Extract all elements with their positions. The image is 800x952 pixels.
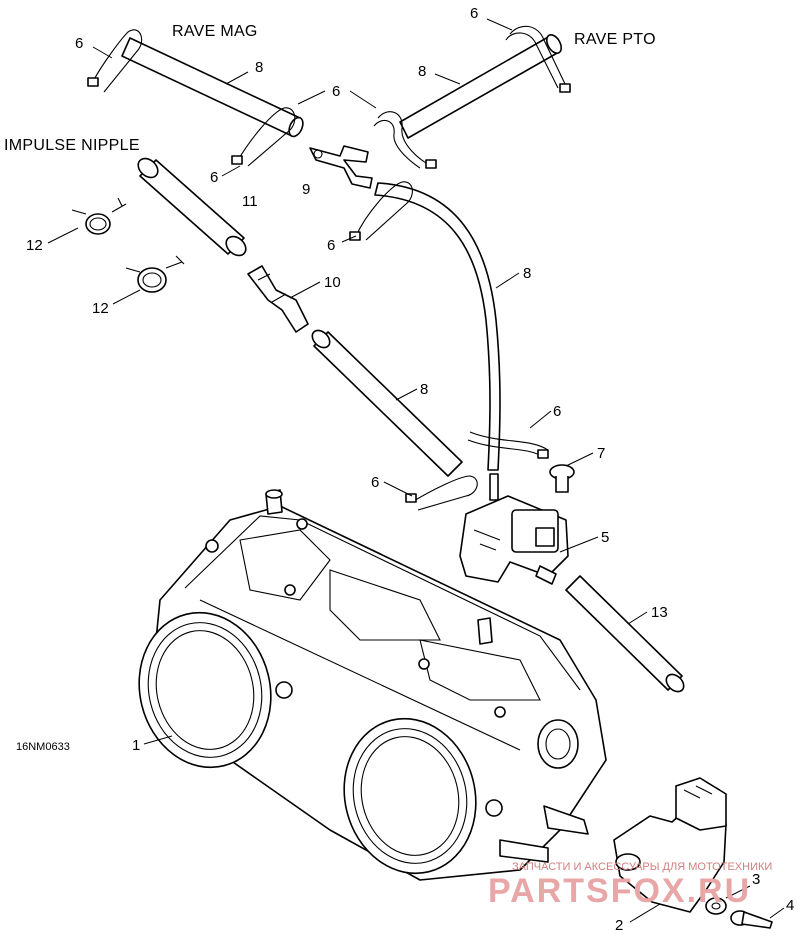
clamp-6-d <box>373 111 437 169</box>
callout-6-d: 6 <box>210 169 218 186</box>
spring-clip-12-a <box>71 197 127 235</box>
callout-6-b: 6 <box>470 5 478 22</box>
label-impulse-nipple: IMPULSE NIPPLE <box>4 137 140 154</box>
screw-4 <box>730 910 773 929</box>
callout-8-b: 8 <box>418 63 426 80</box>
throttle-position-sensor <box>613 777 727 913</box>
callout-8-c: 8 <box>523 265 531 282</box>
callout-8-a: 8 <box>255 59 263 76</box>
callout-8-d: 8 <box>420 381 428 398</box>
spring-clip-12-b <box>125 255 185 293</box>
screw-7 <box>549 464 575 493</box>
hose-to-solenoid <box>374 182 501 471</box>
clamp-6-f <box>467 431 549 459</box>
callout-3: 3 <box>752 871 760 888</box>
watermark-tagline: ЗАПЧАСТИ И АКСЕССУАРЫ ДЛЯ МОТОТЕХНИКИ <box>512 861 772 873</box>
callout-9: 9 <box>302 181 310 198</box>
clamp-6-c <box>231 107 296 167</box>
label-drawing-code: 16NM0633 <box>16 741 70 753</box>
washer-3 <box>705 897 727 915</box>
callout-6-a: 6 <box>75 35 83 52</box>
callout-11: 11 <box>242 193 258 210</box>
clamp-6-b <box>505 25 571 93</box>
callout-6-e: 6 <box>327 237 335 254</box>
callout-7: 7 <box>597 445 605 462</box>
solenoid-valve <box>459 473 569 585</box>
hose-lower <box>311 329 463 477</box>
callout-12-b: 12 <box>92 300 109 317</box>
label-rave-pto: RAVE PTO <box>574 31 656 48</box>
watermark-brand: PARTSFOX.RU <box>488 872 751 910</box>
clamp-6-a <box>87 29 143 93</box>
check-valve <box>247 265 309 333</box>
clamp-6-g <box>405 475 478 511</box>
throttle-body <box>138 489 607 881</box>
hose-rave-pto <box>399 34 563 139</box>
callout-2: 2 <box>615 917 623 934</box>
hose-13 <box>565 575 685 693</box>
hose-rave-mag <box>121 37 304 138</box>
callout-12-a: 12 <box>26 237 43 254</box>
callout-13: 13 <box>651 604 668 621</box>
callout-6-c: 6 <box>332 83 340 100</box>
callout-6-g: 6 <box>371 474 379 491</box>
callout-6-f: 6 <box>553 403 561 420</box>
callout-10: 10 <box>324 274 341 291</box>
callout-1: 1 <box>132 737 140 754</box>
leader-lines <box>47 18 785 923</box>
callout-4: 4 <box>786 897 794 914</box>
callout-5: 5 <box>601 529 609 546</box>
tee-fitting <box>309 145 373 189</box>
label-rave-mag: RAVE MAG <box>172 23 258 40</box>
impulse-hose <box>137 157 247 257</box>
